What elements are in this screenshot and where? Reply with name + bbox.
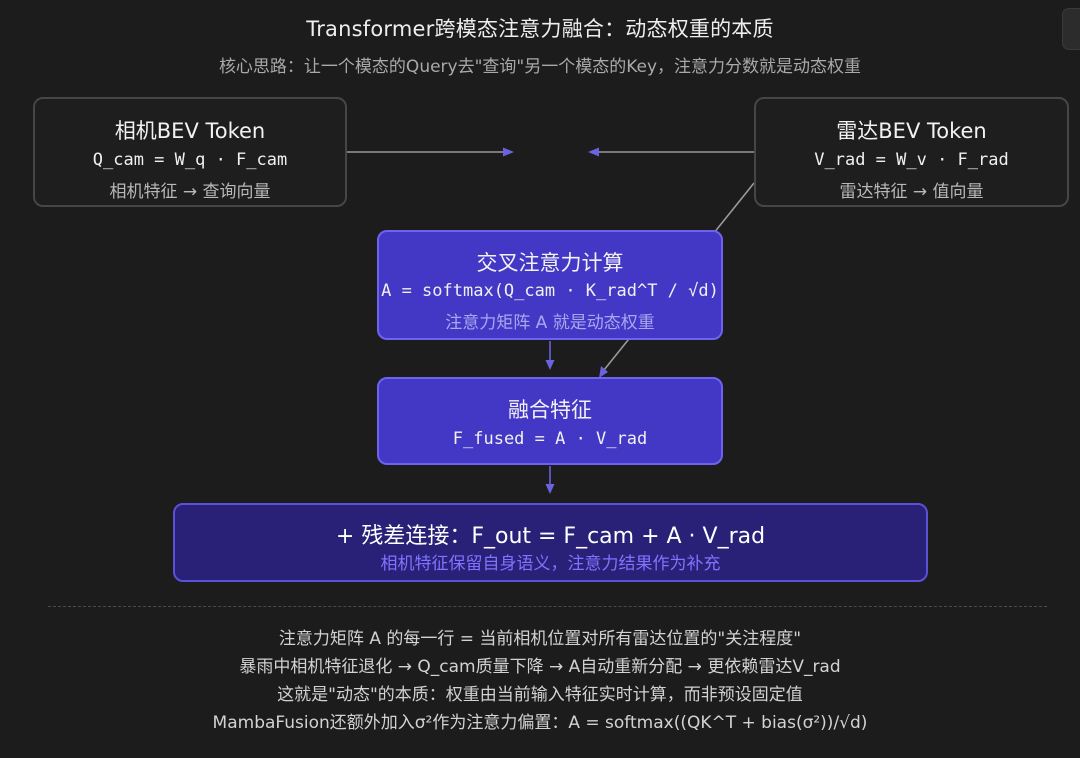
diagram-subtitle: 核心思路：让一个模态的Query去"查询"另一个模态的Key，注意力分数就是动态… [218, 57, 862, 77]
attention-to-fused-arrowhead [545, 360, 555, 370]
footer-line-1: 注意力矩阵 A 的每一行 = 当前相机位置对所有雷达位置的"关注程度" [278, 629, 802, 649]
cross-attention-note: 注意力矩阵 A 就是动态权重 [445, 313, 655, 333]
fused-to-residual-arrowhead [545, 484, 555, 494]
radar-node-note: 雷达特征 → 值向量 [839, 182, 984, 202]
footer-line-4: MambaFusion还额外加入σ²作为注意力偏置：A = softmax((Q… [212, 713, 868, 733]
dashed-divider [48, 606, 1047, 607]
cross-attention-title: 交叉注意力计算 [476, 251, 624, 275]
corner-button[interactable] [1062, 8, 1080, 50]
camera-node-note: 相机特征 → 查询向量 [109, 182, 271, 202]
residual-connection-node: + 残差连接：F_out = F_cam + A · V_rad 相机特征保留自… [173, 503, 928, 582]
camera-node-formula: Q_cam = W_q · F_cam [92, 150, 288, 170]
radar-value-arrowhead [599, 366, 608, 378]
footer-line-3: 这就是"动态"的本质：权重由当前输入特征实时计算，而非预设固定值 [277, 685, 803, 705]
radar-node-formula: V_rad = W_v · F_rad [814, 150, 1009, 170]
radar-token-node: 雷达BEV Token V_rad = W_v · F_rad 雷达特征 → 值… [754, 97, 1069, 207]
camera-token-node: 相机BEV Token Q_cam = W_q · F_cam 相机特征 → 查… [33, 97, 347, 207]
footer-line-2: 暴雨中相机特征退化 → Q_cam质量下降 → A自动重新分配 → 更依赖雷达V… [239, 657, 841, 677]
residual-connection-title: + 残差连接：F_out = F_cam + A · V_rad [335, 524, 766, 549]
fused-feature-formula: F_fused = A · V_rad [452, 429, 648, 449]
radar-arrowhead [588, 147, 599, 157]
fused-feature-title: 融合特征 [508, 398, 592, 422]
cross-attention-formula: A = softmax(Q_cam · K_rad^T / √d) [381, 281, 719, 301]
camera-arrowhead [503, 147, 514, 157]
residual-connection-note: 相机特征保留自身语义，注意力结果作为补充 [380, 554, 721, 574]
cross-attention-node: 交叉注意力计算 A = softmax(Q_cam · K_rad^T / √d… [377, 230, 723, 340]
diagram-title: Transformer跨模态注意力融合：动态权重的本质 [306, 17, 774, 41]
fused-feature-node: 融合特征 F_fused = A · V_rad [377, 377, 723, 465]
radar-node-title: 雷达BEV Token [836, 119, 987, 143]
camera-node-title: 相机BEV Token [114, 119, 266, 143]
